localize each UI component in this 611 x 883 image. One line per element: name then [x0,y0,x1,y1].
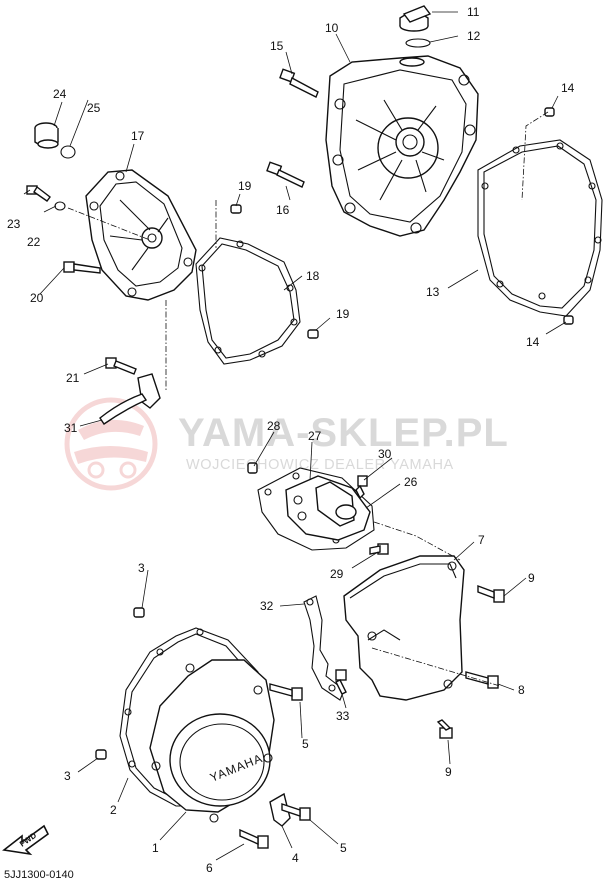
plug-24 [34,122,59,149]
callout-28: 28 [267,419,281,433]
crankcase-cover-10 [325,55,479,237]
dowel-pin-14-top [544,107,555,117]
callout-27: 27 [308,429,322,443]
o-ring-25 [60,145,76,159]
bolt-8 [465,671,499,689]
callout-20: 20 [30,291,44,305]
gasket-13 [477,139,603,317]
watermark-logo [64,397,158,491]
callout-19-bottom: 19 [336,307,350,321]
watermark-title: YAMA-SKLEP.PL [178,411,509,455]
callout-24: 24 [53,87,67,101]
dowel-pin-19-top [230,204,242,214]
callout-12: 12 [467,29,481,43]
dowel-pin-3-top [133,607,145,618]
callout-4: 4 [292,851,299,865]
callout-8: 8 [518,683,525,697]
callout-18: 18 [306,269,320,283]
dowel-pin-19-bottom [307,329,319,339]
dowel-28 [247,462,258,474]
bolt-5-bottom [281,803,311,821]
bolt-9-bottom [436,719,453,739]
callout-13: 13 [426,285,440,299]
callout-15: 15 [270,39,284,53]
bolt-16 [266,161,305,188]
o-ring-12 [405,38,431,48]
oil-filler-cap-11 [399,5,432,32]
callout-9-top: 9 [528,571,535,585]
cover-7 [343,555,465,701]
callout-14-bottom: 14 [526,335,540,349]
dash-line-8 [371,647,501,687]
callout-21: 21 [66,371,80,385]
bolt-33 [335,669,347,695]
bolt-15 [279,68,319,98]
leader-lines [23,11,567,861]
bracket-31 [99,373,161,425]
bolt-29 [369,543,389,555]
dowel-pin-3-left [95,749,107,760]
callout-6: 6 [206,861,213,875]
callout-19-top: 19 [238,179,252,193]
bolt-20 [63,261,101,274]
bolt-23 [26,185,51,202]
callout-numbers: 11 12 10 15 14 13 14 16 17 19 18 19 24 2… [7,5,575,875]
callout-30: 30 [378,447,392,461]
callout-32: 32 [260,599,274,613]
callout-22: 22 [27,235,41,249]
dowel-pin-14-bottom [563,315,574,325]
footer-code: 5JJ1300-0140 [4,869,74,881]
callout-26: 26 [404,475,418,489]
dash-line-14 [521,111,549,201]
cover-17 [85,169,197,301]
callout-3-top: 3 [138,561,145,575]
callout-25: 25 [87,101,101,115]
watermark-subtitle: WOJCIECHOWICZ DEALER YAMAHA [186,457,454,473]
callout-3-left: 3 [64,769,71,783]
gasket-18 [195,237,301,365]
callout-33: 33 [336,709,350,723]
bolt-21 [105,357,137,375]
pickup-coil-26 [285,475,371,541]
bolt-5-top [269,683,303,701]
callout-31: 31 [64,421,78,435]
callout-7: 7 [478,533,485,547]
bracket-4 [269,792,291,827]
callout-5-top: 5 [302,737,309,751]
bolt-6 [239,828,269,849]
callout-29: 29 [330,567,344,581]
callout-16: 16 [276,203,290,217]
callout-11: 11 [467,5,480,19]
generator-cover-1 [149,659,275,823]
callout-2: 2 [110,803,117,817]
callout-9-bottom: 9 [445,765,452,779]
callout-5-bottom: 5 [340,841,347,855]
dash-line-22 [67,207,151,241]
bolt-30 [355,475,368,500]
callout-1: 1 [152,841,159,855]
dash-line-29 [373,521,461,561]
washer-22 [54,201,66,211]
callout-14-top: 14 [561,81,575,95]
callout-23: 23 [7,217,21,231]
bolt-9-top [477,584,505,603]
callout-10: 10 [325,21,339,35]
fwd-arrow: FWD [2,824,50,856]
callout-17: 17 [131,129,145,143]
